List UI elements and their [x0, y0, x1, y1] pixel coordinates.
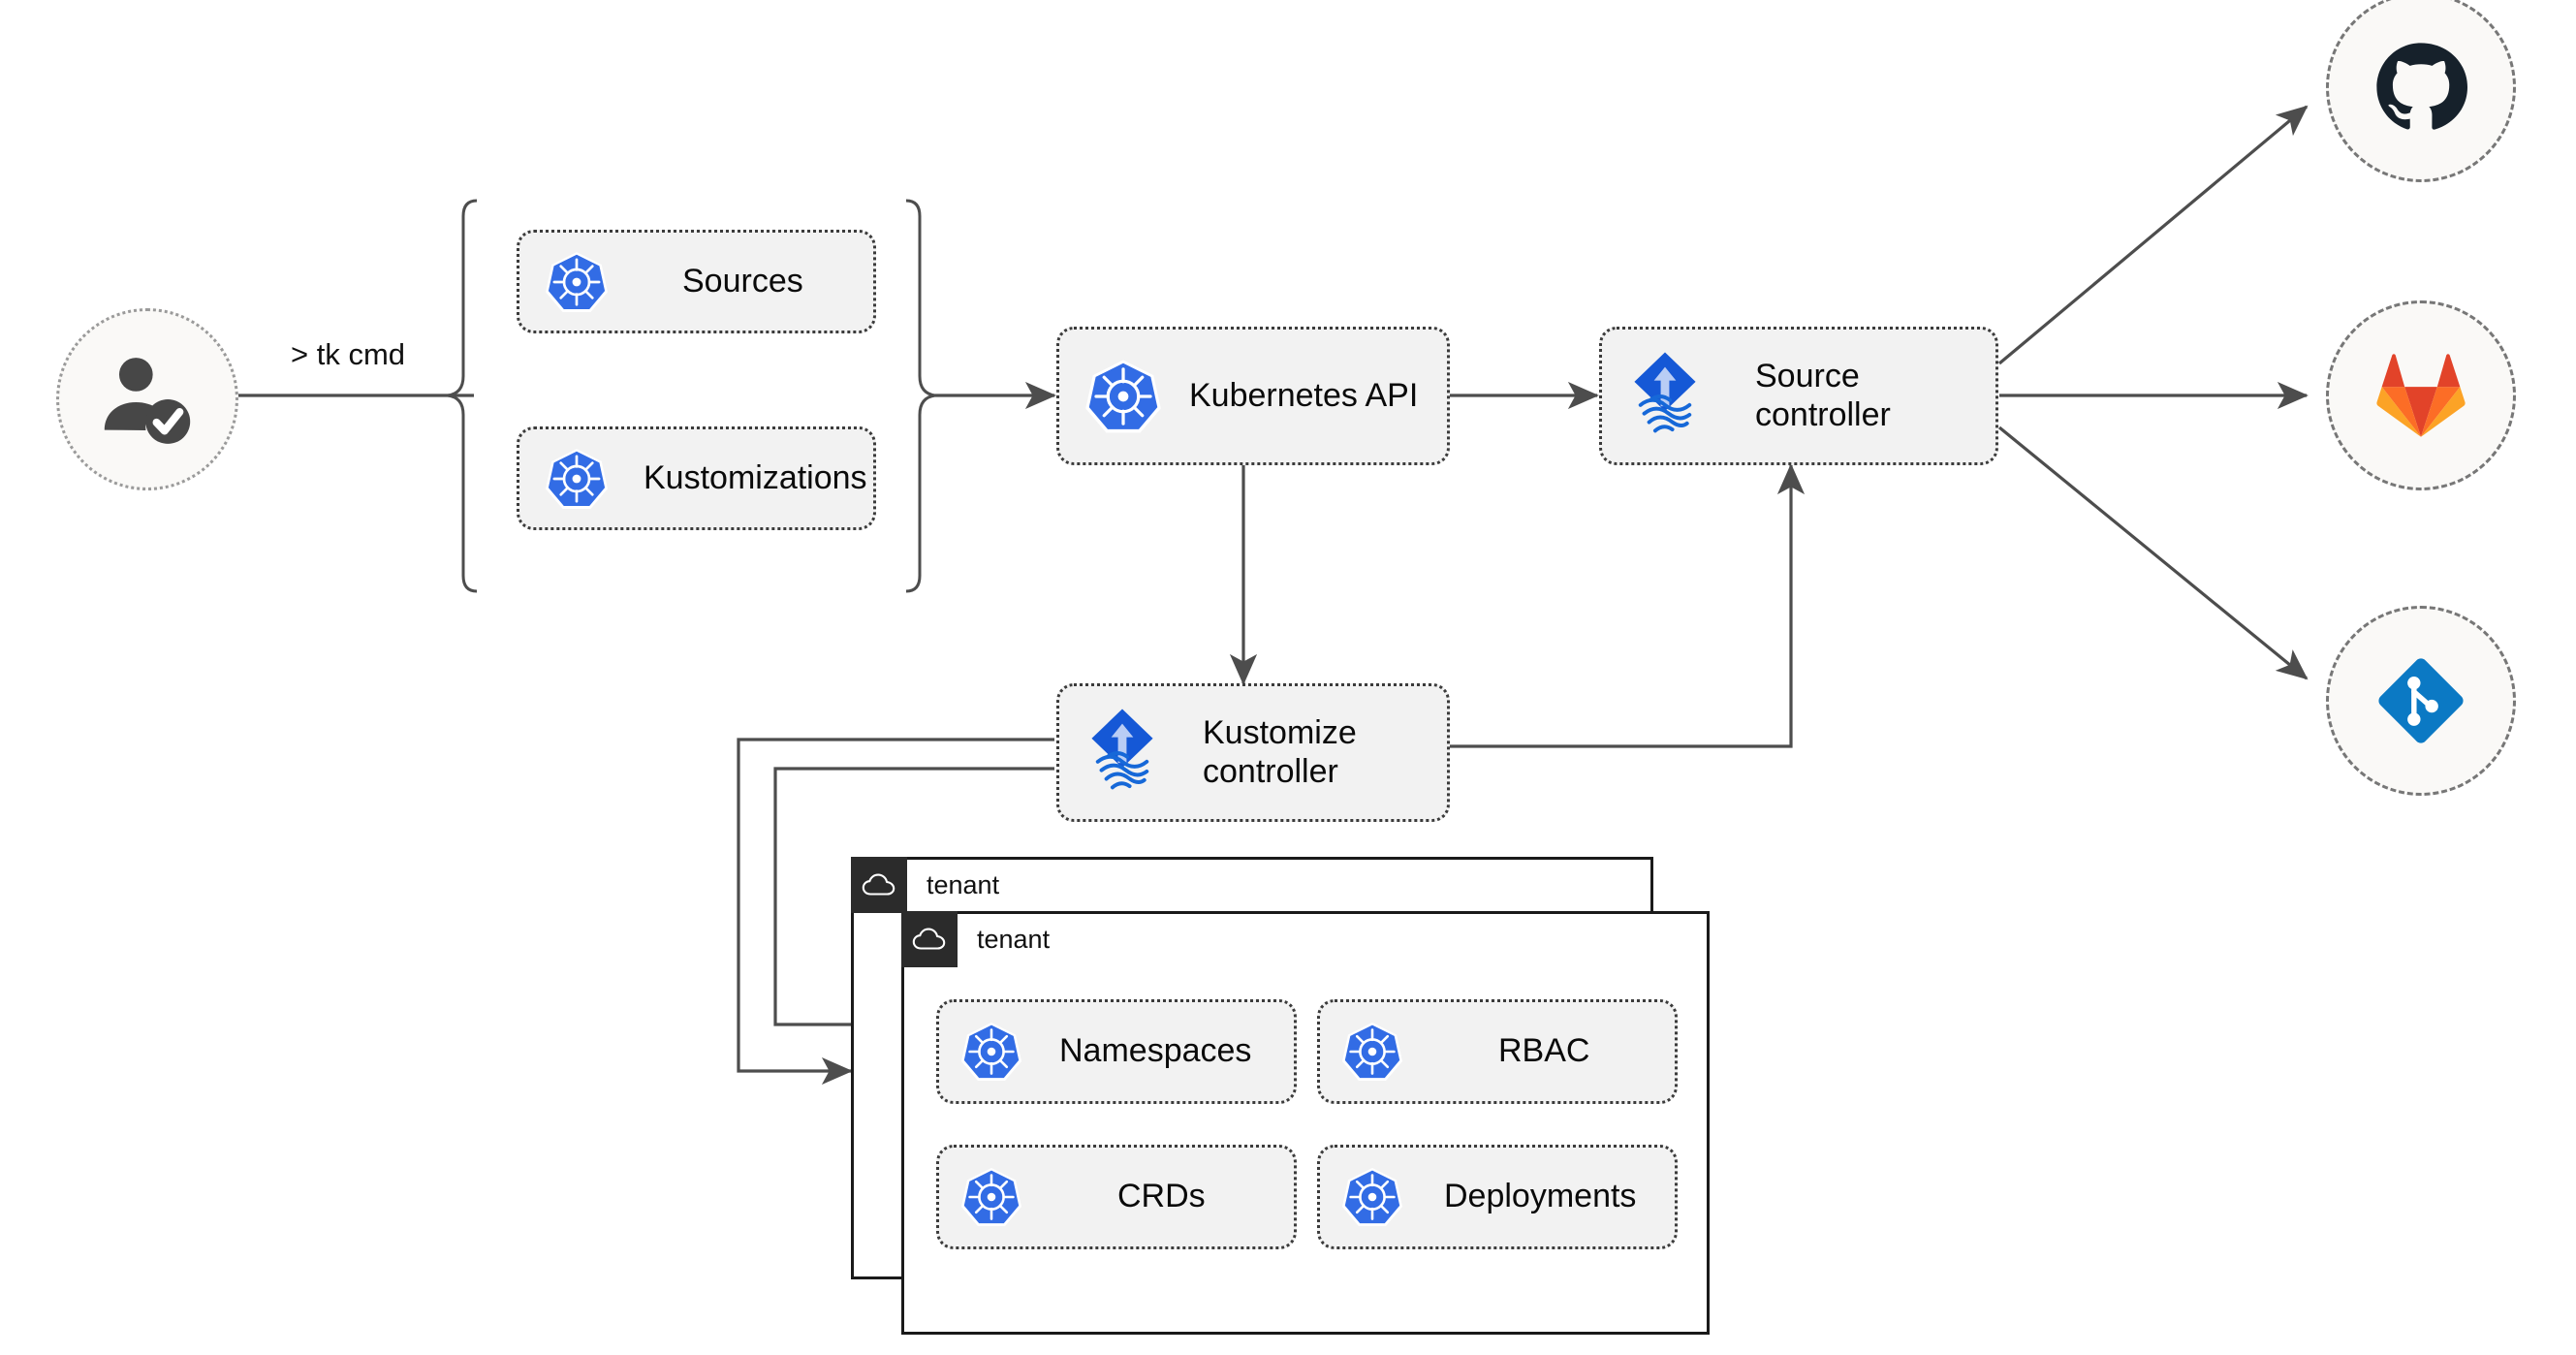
tenant-panel-2[interactable]: tenant [901, 911, 1710, 1335]
provider-gitlab[interactable] [2326, 300, 2516, 490]
edge-kustomize-source [1450, 463, 1806, 748]
tenant-header: tenant [901, 911, 1050, 967]
node-label: Namespaces [1059, 1032, 1252, 1070]
node-kubernetes-api[interactable]: Kubernetes API [1056, 327, 1450, 465]
node-label: Kustomize controller [1203, 714, 1357, 790]
cloud-icon [851, 857, 907, 913]
node-crds[interactable]: CRDs [936, 1145, 1297, 1249]
node-label: Deployments [1444, 1178, 1637, 1215]
command-label: > tk cmd [291, 337, 406, 371]
node-source-controller[interactable]: Source controller [1599, 327, 1998, 465]
kubernetes-icon [545, 250, 609, 314]
actor-user-circle[interactable] [56, 308, 238, 490]
kubernetes-icon [960, 1166, 1022, 1228]
git-icon [2378, 658, 2464, 743]
gitlab-icon [2376, 354, 2466, 437]
node-kustomize-controller[interactable]: Kustomize controller [1056, 683, 1450, 822]
node-label: Source controller [1755, 358, 1891, 433]
kubernetes-icon [1341, 1166, 1403, 1228]
kubernetes-icon [1084, 358, 1162, 435]
tenant-label: tenant [977, 924, 1051, 954]
brace-right [905, 199, 936, 593]
tenant-header: tenant [851, 857, 999, 913]
node-label: Kustomizations [644, 458, 867, 496]
node-deployments[interactable]: Deployments [1317, 1145, 1678, 1249]
node-label: RBAC [1498, 1032, 1590, 1070]
node-kustomizations[interactable]: Kustomizations [517, 426, 876, 530]
kubernetes-icon [960, 1021, 1022, 1083]
flux-icon [1625, 350, 1705, 443]
node-rbac[interactable]: RBAC [1317, 999, 1678, 1104]
node-label: CRDs [1117, 1178, 1206, 1215]
node-sources[interactable]: Sources [517, 230, 876, 333]
tenant-label: tenant [927, 869, 1000, 899]
node-label: Kubernetes API [1189, 376, 1419, 414]
user-check-icon [104, 358, 191, 444]
provider-github[interactable] [2326, 0, 2516, 182]
github-icon [2376, 43, 2467, 130]
flux-icon [1083, 707, 1162, 800]
node-namespaces[interactable]: Namespaces [936, 999, 1297, 1104]
edge-source-git [1997, 425, 2309, 680]
node-label: Sources [682, 262, 803, 299]
cloud-icon [901, 911, 958, 967]
brace-left [447, 199, 478, 593]
provider-git[interactable] [2326, 606, 2516, 796]
kubernetes-icon [545, 447, 609, 511]
kubernetes-icon [1341, 1021, 1403, 1083]
edge-source-github [1997, 105, 2309, 365]
